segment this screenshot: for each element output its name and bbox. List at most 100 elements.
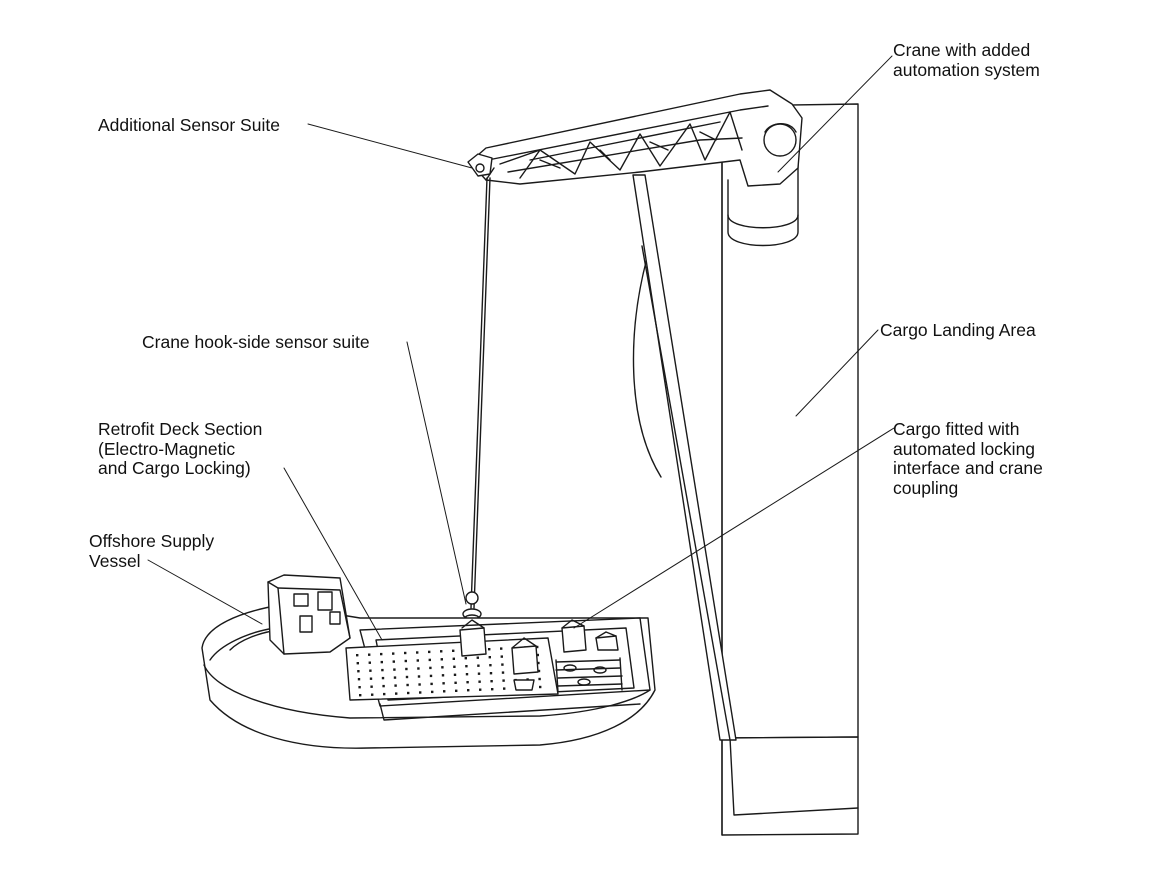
deck-lock-point [478,680,481,683]
deck-lock-point [466,681,469,684]
deck-lock-point [419,691,422,694]
deck-lock-point [371,693,374,696]
deck-lock-point [490,680,493,683]
deck-lock-point [465,665,468,668]
label-hook-sensor: Crane hook-side sensor suite [142,332,370,352]
deck-lock-point [500,655,503,658]
deck-lock-point [429,674,433,678]
leader-landing-area [795,329,879,417]
deck-lock-point [501,671,505,674]
deck-lock-point [418,683,421,686]
deck-lock-point [452,649,455,652]
deck-lock-point [417,675,421,678]
deck-lock-point [380,652,383,656]
label-landing-area: Cargo Landing Area [880,320,1036,340]
label-deck-section: Retrofit Deck Section (Electro-Magnetic … [98,419,263,478]
deck-lock-point [404,651,407,655]
leader-lines [147,55,895,641]
deck-lock-point [538,677,541,681]
deck-lock-point [488,648,491,651]
leader-sensor-suite [307,123,473,169]
deck-lock-point [537,669,541,673]
deck-lock-point [392,660,395,663]
deck-lock-point [488,656,491,659]
deck-lock-point [382,684,385,688]
leader-hook-sensor [406,341,467,605]
deck-lock-point [489,664,492,667]
deck-lock-point [442,682,445,685]
deck-lock-point [537,661,540,665]
deck-lock-point [452,657,455,660]
deck-lock-point [453,673,457,676]
crane-mast [632,174,737,741]
label-vessel: Offshore Supply Vessel [89,531,215,571]
deck-lock-point [491,688,494,691]
deck-lock-point [405,675,409,679]
crane-boom [467,89,803,247]
deck-lock-point [479,688,482,691]
deck-lock-point [476,656,479,659]
deck-lock-point [369,677,373,680]
deck-lock-point [358,686,361,689]
deck-lock-point [455,689,458,692]
deck-lock-point [404,659,407,663]
deck-lock-point [357,678,361,681]
deck-lock-point [368,653,371,656]
deck-lock-point [394,684,397,687]
cargo-units [459,619,619,691]
deck-lock-point [501,663,504,666]
deck-lock-point [428,658,431,662]
label-cargo: Cargo fitted with automated locking inte… [893,419,1043,498]
deck-lock-point [407,691,410,695]
deck-lock-point [416,651,419,654]
deck-lock-point [356,662,359,665]
deck-lock-point [380,660,383,664]
deck-lock-point [393,676,397,679]
leader-cargo [573,427,895,629]
deck-lock-point [430,682,433,686]
deck-lock-point [368,661,371,664]
deck-lock-point [441,674,445,677]
deck-lock-point [441,666,444,669]
deck-lock-point [477,672,481,675]
deck-lock-point [406,683,409,687]
deck-lock-point [416,659,419,662]
deck-lock-point [536,645,539,649]
label-sensor-suite: Additional Sensor Suite [98,115,280,135]
deck-lock-point [536,653,539,657]
crane-wire [470,177,491,609]
deck-lock-point [477,664,480,667]
deck-lock-point [370,685,373,688]
deck-lock-point [464,657,467,660]
deck-lock-point [392,652,395,655]
deck-lock-point [500,647,503,650]
deck-lock-point [381,676,385,680]
deck-lock-point [383,692,386,696]
crane-hook [462,591,482,622]
deck-lock-point [393,668,396,671]
deck-lock-point [467,689,470,692]
deck-lock-point [489,672,493,675]
deck-lock-point [428,650,431,654]
deck-lock-point [539,685,542,689]
deck-lock-point [429,666,432,670]
deck-lock-point [440,650,443,653]
deck-lock-point [395,692,398,695]
deck-lock-point [359,694,362,697]
deck-lock-point [405,667,408,671]
deck-lock-point [357,670,360,673]
leader-crane [777,55,893,173]
deck-lock-point [417,667,420,670]
deck-lock-point [431,690,434,694]
label-crane: Crane with added automation system [893,40,1040,80]
deck-lock-point [356,654,359,657]
deck-lock-point [454,681,457,684]
deck-lock-point [502,679,505,682]
deck-lock-point [440,658,443,661]
leader-deck-section [283,467,383,641]
leader-vessel [147,559,263,625]
deck-lock-point [443,690,446,693]
deck-lock-point [465,673,469,676]
